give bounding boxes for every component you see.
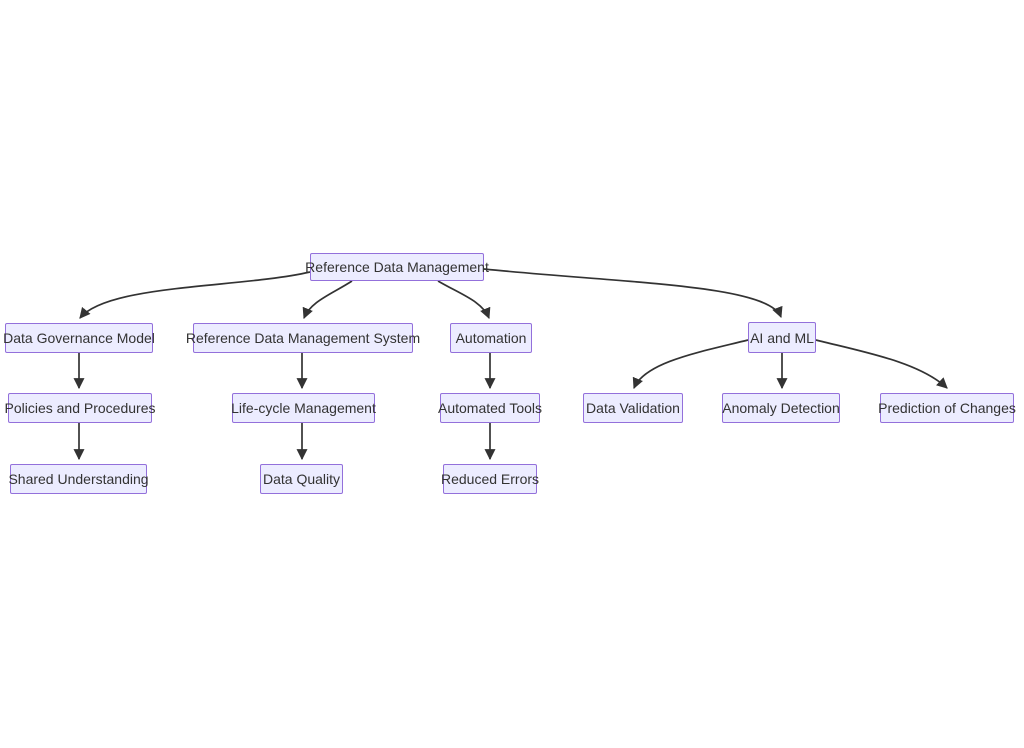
edge-ai-and-ml-to-data-validation xyxy=(632,339,749,390)
node-label: Shared Understanding xyxy=(8,471,149,487)
node-label: Anomaly Detection xyxy=(722,400,840,416)
node-label: Data Validation xyxy=(586,400,680,416)
node-label: AI and ML xyxy=(750,329,814,346)
node-label: Reference Data Management xyxy=(305,259,489,275)
node-label: Prediction of Changes xyxy=(878,400,1016,416)
node-label: Automation xyxy=(455,330,527,346)
node-life-cycle-management: Life-cycle Management xyxy=(231,393,376,423)
edges-group xyxy=(73,268,948,461)
edge-reference-data-management-to-data-governance-model xyxy=(79,271,311,319)
node-data-validation: Data Validation xyxy=(583,393,683,423)
node-ai-and-ml: AI and ML xyxy=(748,322,816,353)
node-automation: Automation xyxy=(450,323,532,353)
node-label: Automated Tools xyxy=(437,400,543,416)
node-prediction-of-changes: Prediction of Changes xyxy=(878,393,1016,423)
node-reduced-errors: Reduced Errors xyxy=(441,464,539,494)
node-automated-tools: Automated Tools xyxy=(438,393,542,423)
node-label: Reduced Errors xyxy=(440,471,540,487)
edge-reference-data-management-to-ai-and-ml xyxy=(483,268,783,319)
node-data-governance-model: Data Governance Model xyxy=(3,323,155,353)
node-reference-data-management: Reference Data Management xyxy=(305,253,489,281)
edge-ai-and-ml-to-prediction-of-changes xyxy=(815,339,948,389)
node-label: Reference Data Management System xyxy=(185,330,421,346)
node-label: Policies and Procedures xyxy=(4,400,156,416)
node-label: Data Governance Model xyxy=(3,330,155,346)
node-label: Life-cycle Management xyxy=(231,400,376,416)
node-label: Data Quality xyxy=(262,471,341,487)
node-policies-and-procedures: Policies and Procedures xyxy=(5,393,156,423)
node-shared-understanding: Shared Understanding xyxy=(8,464,149,494)
node-reference-data-management-system: Reference Data Management System xyxy=(186,323,420,353)
edge-reference-data-management-to-automation xyxy=(437,280,491,320)
edge-reference-data-management-to-reference-data-management-system xyxy=(302,280,353,320)
node-data-quality: Data Quality xyxy=(260,464,343,494)
node-anomaly-detection: Anomaly Detection xyxy=(722,393,840,423)
